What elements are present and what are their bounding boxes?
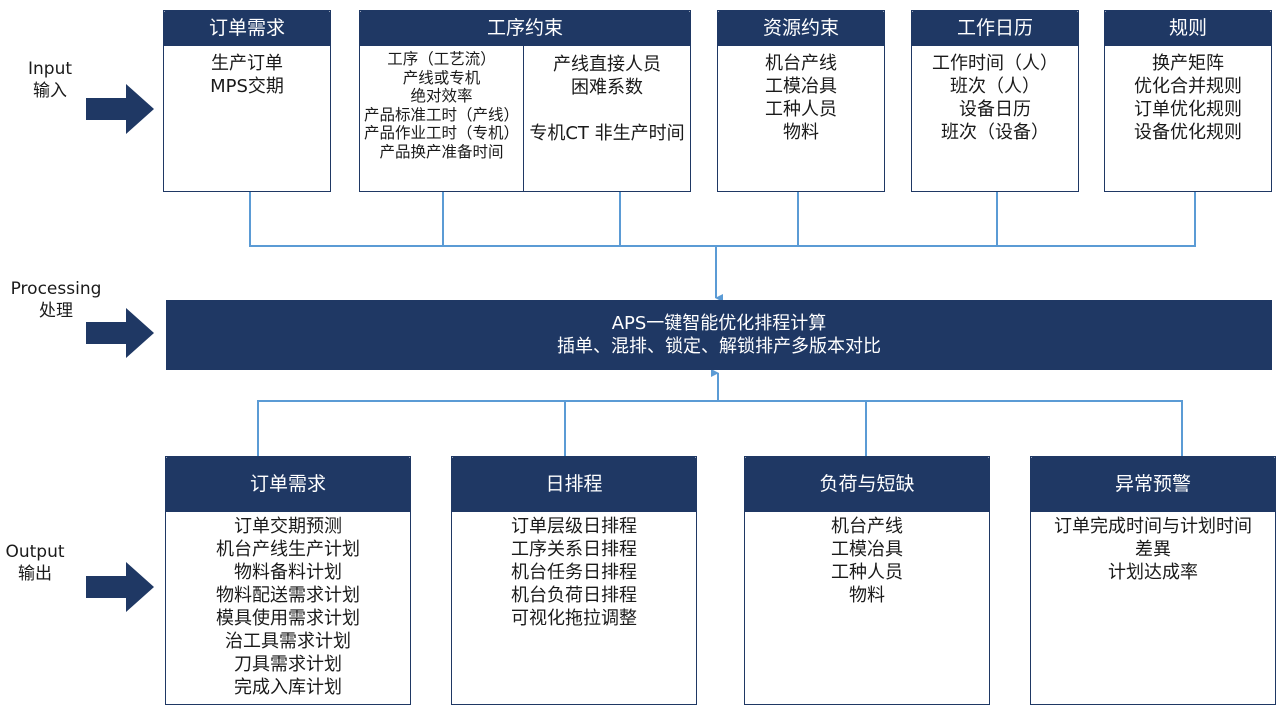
input-box-work-calendar: 工作日历 工作时间（人） 班次（人） 设备日历 班次（设备） xyxy=(911,10,1079,192)
list-item: 模具使用需求计划 xyxy=(216,608,360,629)
input-box-rules: 规则 换产矩阵 优化合并规则 订单优化规则 设备优化规则 xyxy=(1104,10,1272,192)
input-label-zh: 输入 xyxy=(33,81,67,101)
list-item: 班次（人） xyxy=(950,76,1040,97)
list-item: 产品标准工时（产线） xyxy=(363,105,519,124)
list-item: 机台产线生产计划 xyxy=(216,539,360,560)
input-box-rules-title: 规则 xyxy=(1104,10,1272,46)
aps-processing-line2: 插单、混排、锁定、解锁排产多版本对比 xyxy=(557,336,881,357)
list-item: 订单层级日排程 xyxy=(511,516,637,537)
output-box-order-demand-title: 订单需求 xyxy=(165,456,411,512)
output-box-exception-alert: 异常预警 订单完成时间与计划时间 差異 计划达成率 xyxy=(1030,456,1276,705)
input-box-work-calendar-body: 工作时间（人） 班次（人） 设备日历 班次（设备） xyxy=(912,46,1078,144)
process-constraint-right-column: 产线直接人员 困难系数 专机CT 非生产时间 xyxy=(524,53,690,145)
list-item: 工模冶具 xyxy=(765,76,837,97)
list-item: 工作时间（人） xyxy=(932,53,1058,74)
output-box-load-shortage-body: 机台产线 工模冶具 工种人员 物料 xyxy=(745,512,989,607)
list-item: 绝对效率 xyxy=(410,87,473,105)
list-item: 生产订单 xyxy=(211,53,283,74)
list-item: 计划达成率 xyxy=(1108,562,1198,583)
list-item: 产品换产准备时间 xyxy=(379,142,504,161)
output-box-load-shortage: 负荷与短缺 机台产线 工模冶具 工种人员 物料 xyxy=(744,456,990,705)
column-divider xyxy=(523,46,524,192)
output-label-zh: 输出 xyxy=(18,564,52,584)
output-box-daily-schedule: 日排程 订单层级日排程 工序关系日排程 机台任务日排程 机台负荷日排程 可视化拖… xyxy=(451,456,697,705)
process-constraint-left-column: 工序（工艺流） 产线或专机 绝对效率 产品标准工时（产线） 产品作业工时（专机）… xyxy=(360,50,523,161)
output-box-order-demand-body: 订单交期预测 机台产线生产计划 物料备料计划 物料配送需求计划 模具使用需求计划… xyxy=(166,512,410,699)
input-box-resource-constraint-body: 机台产线 工模冶具 工种人员 物料 xyxy=(718,46,884,144)
list-item: 机台负荷日排程 xyxy=(511,585,637,606)
input-label-en: Input xyxy=(27,59,73,79)
list-item: 物料配送需求计划 xyxy=(216,585,360,606)
input-box-rules-body: 换产矩阵 优化合并规则 订单优化规则 设备优化规则 xyxy=(1105,46,1271,144)
list-item: 物料备料计划 xyxy=(234,562,342,583)
processing-label: Processing 处理 xyxy=(6,278,106,322)
input-box-work-calendar-title: 工作日历 xyxy=(911,10,1079,46)
input-box-process-constraint: 工序约束 工序（工艺流） 产线或专机 绝对效率 产品标准工时（产线） 产品作业工… xyxy=(359,10,691,192)
list-item: 物料 xyxy=(783,122,819,143)
input-box-process-constraint-title: 工序约束 xyxy=(359,10,691,46)
list-item: 设备日历 xyxy=(959,99,1031,120)
list-item: 订单交期预测 xyxy=(234,516,342,537)
list-item: 设备优化规则 xyxy=(1134,122,1242,143)
aps-processing-bar: APS一键智能优化排程计算 插单、混排、锁定、解锁排产多版本对比 xyxy=(166,300,1272,370)
output-label-en: Output xyxy=(5,542,65,562)
list-item: 工种人员 xyxy=(831,562,903,583)
list-item: 机台产线 xyxy=(765,53,837,74)
output-arrow-icon xyxy=(86,562,154,612)
output-box-load-shortage-title: 负荷与短缺 xyxy=(744,456,990,512)
input-label: Input 输入 xyxy=(22,58,78,102)
output-label: Output 输出 xyxy=(2,541,68,585)
list-item: 困难系数 xyxy=(571,77,643,98)
input-box-order-demand-title: 订单需求 xyxy=(163,10,331,46)
list-item: 订单完成时间与计划时间 xyxy=(1054,516,1252,537)
list-item: 工种人员 xyxy=(765,99,837,120)
list-item: 工模冶具 xyxy=(831,539,903,560)
output-box-daily-schedule-title: 日排程 xyxy=(451,456,697,512)
list-item: 机台产线 xyxy=(831,516,903,537)
list-item: 差異 xyxy=(1135,539,1171,560)
output-box-daily-schedule-body: 订单层级日排程 工序关系日排程 机台任务日排程 机台负荷日排程 可视化拖拉调整 xyxy=(452,512,696,630)
list-item: 专机CT 非生产时间 xyxy=(529,123,685,144)
list-item: 机台任务日排程 xyxy=(511,562,637,583)
input-arrow-icon xyxy=(86,84,154,134)
aps-processing-line1: APS一键智能优化排程计算 xyxy=(611,313,827,334)
list-item: 产品作业工时（专机） xyxy=(363,124,519,142)
list-item: 换产矩阵 xyxy=(1152,53,1224,74)
input-box-order-demand: 订单需求 生产订单 MPS交期 xyxy=(163,10,331,192)
list-item: 物料 xyxy=(849,585,885,606)
list-item: 可视化拖拉调整 xyxy=(511,608,637,629)
processing-label-zh: 处理 xyxy=(39,301,73,321)
list-item: 产线直接人员 xyxy=(553,54,661,75)
processing-label-en: Processing xyxy=(10,279,102,299)
output-box-exception-alert-title: 异常预警 xyxy=(1030,456,1276,512)
output-box-order-demand: 订单需求 订单交期预测 机台产线生产计划 物料备料计划 物料配送需求计划 模具使… xyxy=(165,456,411,705)
input-box-resource-constraint: 资源约束 机台产线 工模冶具 工种人员 物料 xyxy=(717,10,885,192)
list-item: 治工具需求计划 xyxy=(225,631,351,652)
list-item: 订单优化规则 xyxy=(1134,99,1242,120)
processing-arrow-icon xyxy=(86,308,154,358)
list-item: 班次（设备） xyxy=(941,122,1049,143)
list-item: 优化合并规则 xyxy=(1134,76,1242,97)
list-item: MPS交期 xyxy=(210,76,284,97)
list-item: 工序关系日排程 xyxy=(511,539,637,560)
input-box-order-demand-body: 生产订单 MPS交期 xyxy=(164,46,330,98)
output-box-exception-alert-body: 订单完成时间与计划时间 差異 计划达成率 xyxy=(1031,512,1275,584)
list-item xyxy=(524,99,690,122)
input-box-resource-constraint-title: 资源约束 xyxy=(717,10,885,46)
list-item: 刀具需求计划 xyxy=(234,654,342,675)
list-item: 完成入库计划 xyxy=(234,677,342,698)
list-item: 产线或专机 xyxy=(402,68,481,87)
list-item: 工序（工艺流） xyxy=(387,50,496,68)
